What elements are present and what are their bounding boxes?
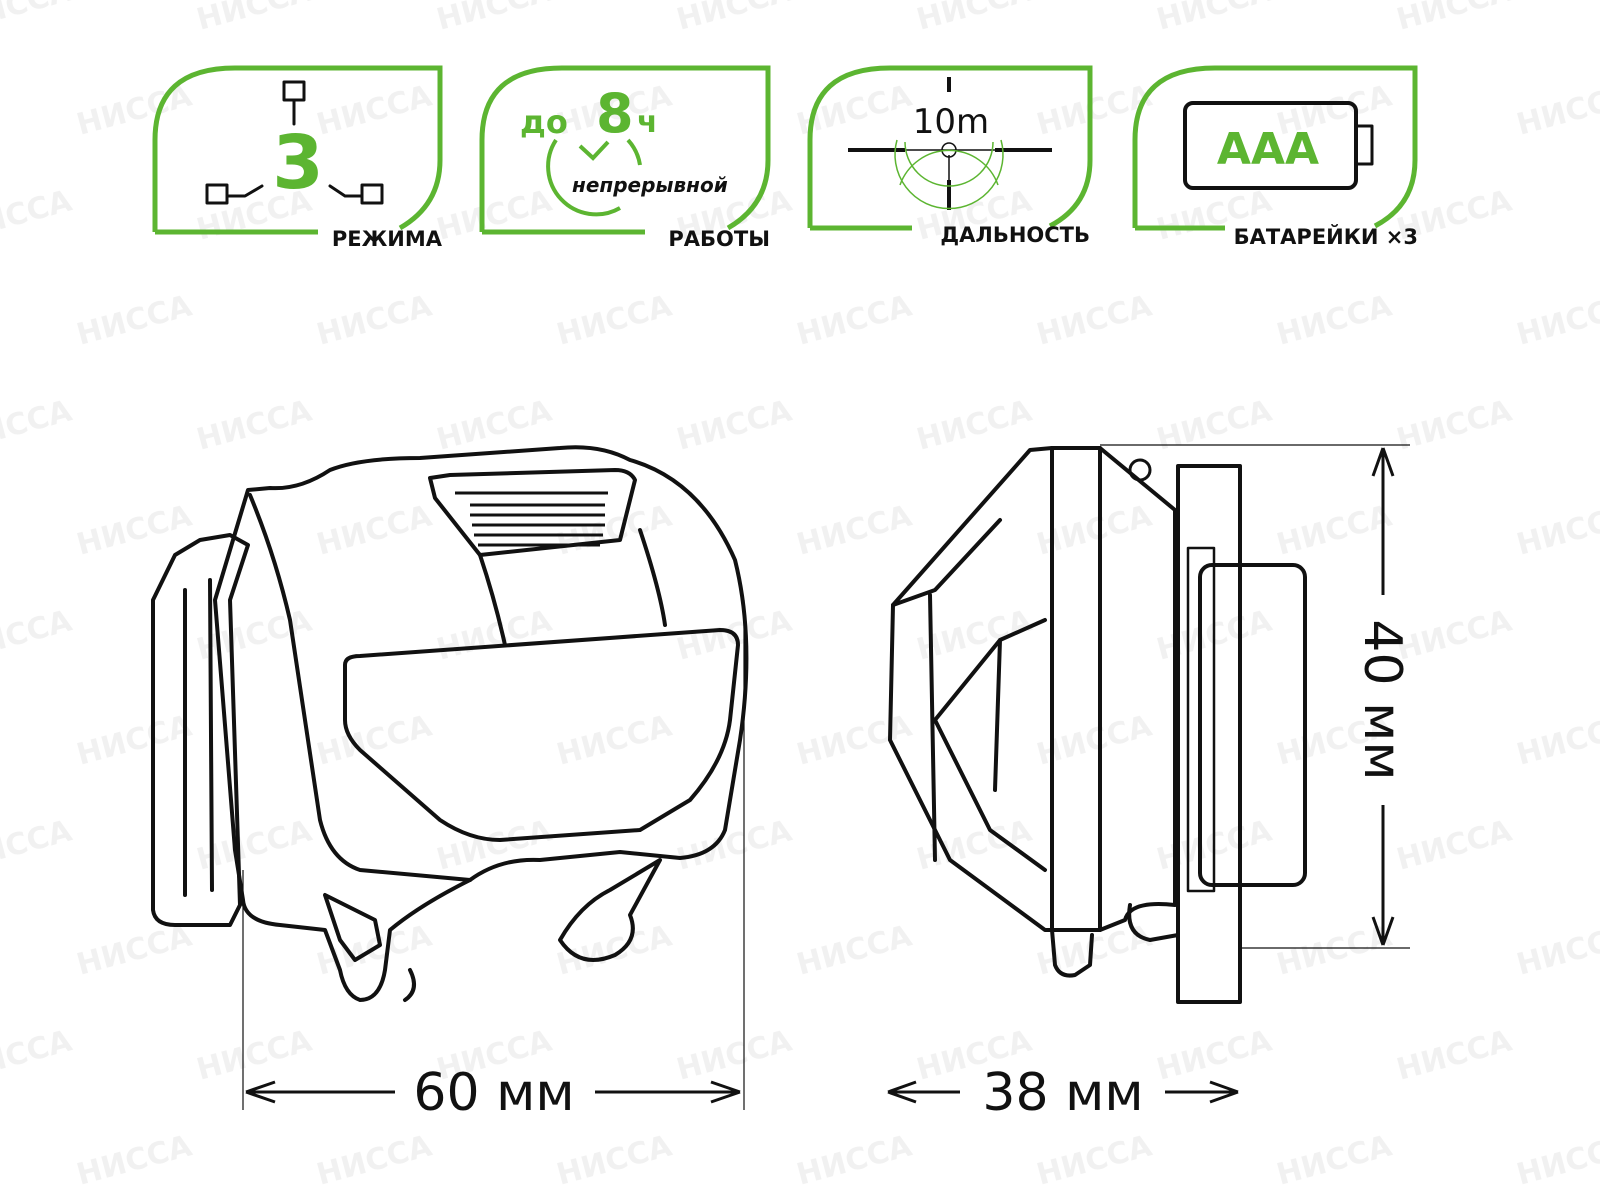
watermark-logo: НИССА <box>1393 0 1516 38</box>
watermark-logo: НИССА <box>1393 1023 1516 1087</box>
watermark-logo: НИССА <box>553 708 676 772</box>
battery-icon <box>1183 101 1374 190</box>
clock-icon <box>546 138 642 217</box>
watermark-logo: НИССА <box>0 393 76 457</box>
watermark-logo: НИССА <box>913 393 1036 457</box>
watermark-logo: НИССА <box>1513 918 1600 982</box>
watermark-logo: НИССА <box>73 708 196 772</box>
watermark-logo: НИССА <box>433 183 556 247</box>
watermark-logo: НИССА <box>793 498 916 562</box>
modes-label: РЕЖИМА <box>332 227 443 251</box>
dimension-width: 60 мм <box>242 600 745 1123</box>
watermark-logo: НИССА <box>193 0 316 38</box>
badge-runtime: до 8 ч непрерывной РАБОТЫ <box>479 65 771 251</box>
watermark-logo: НИССА <box>673 1023 796 1087</box>
dimension-height: 40 мм <box>1100 444 1412 949</box>
badge-range: 10m ДАЛЬНОСТЬ <box>807 65 1093 247</box>
watermark-logo: НИССА <box>673 0 796 38</box>
headlamp-side-view <box>888 446 1307 1004</box>
watermark-logo: НИССА <box>0 1023 76 1087</box>
dimension-depth: 38 мм <box>887 1063 1239 1123</box>
watermark-logo: НИССА <box>673 813 796 877</box>
watermark-logo: НИССА <box>73 288 196 352</box>
watermark-logo: НИССА <box>0 183 76 247</box>
headlamp-front-view <box>151 445 749 1002</box>
depth-label: 38 мм <box>982 1063 1143 1123</box>
watermark-logo: НИССА <box>1033 288 1156 352</box>
watermark-logo: НИССА <box>553 498 676 562</box>
watermark-logo: НИССА <box>793 288 916 352</box>
runtime-label: РАБОТЫ <box>668 227 770 251</box>
watermark-logo: НИССА <box>1513 288 1600 352</box>
watermark-logo: НИССА <box>313 1128 436 1192</box>
watermark-logo: НИССА <box>1033 1128 1156 1192</box>
watermark-logo: НИССА <box>313 498 436 562</box>
badge-battery: AAA БАТАРЕЙКИ ×3 <box>1132 65 1418 249</box>
watermark-logo: НИССА <box>793 1128 916 1192</box>
battery-label: БАТАРЕЙКИ ×3 <box>1234 224 1418 249</box>
watermark-logo: НИССА <box>1513 708 1600 772</box>
watermark-logo: НИССА <box>1273 288 1396 352</box>
watermark-logo: НИССА <box>433 603 556 667</box>
watermark-logo: НИССА <box>793 918 916 982</box>
watermark-logo: НИССА <box>73 918 196 982</box>
runtime-sub: непрерывной <box>572 173 728 197</box>
watermark-logo: НИССА <box>553 1128 676 1192</box>
watermark-logo: НИССА <box>0 0 76 38</box>
watermark-logo: НИССА <box>313 78 436 142</box>
watermark-logo: НИССА <box>1393 813 1516 877</box>
watermark-logo: НИССА <box>1393 393 1516 457</box>
watermark-logo: НИССА <box>0 603 76 667</box>
watermark-logo: НИССА <box>1513 78 1600 142</box>
watermark-logo: НИССА <box>913 0 1036 38</box>
watermark-logo: НИССА <box>1513 498 1600 562</box>
runtime-prefix: до <box>520 103 568 141</box>
range-label: ДАЛЬНОСТЬ <box>940 223 1090 247</box>
watermark-logo: НИССА <box>0 813 76 877</box>
crosshair-icon <box>848 77 1052 210</box>
watermark-logo: НИССА <box>673 393 796 457</box>
watermark-logo: НИССА <box>553 288 676 352</box>
battery-type: AAA <box>1217 124 1319 175</box>
watermark-logo: НИССА <box>313 288 436 352</box>
watermark-logo: НИССА <box>1153 0 1276 38</box>
watermark-logo: НИССА <box>193 393 316 457</box>
watermark-logo: НИССА <box>1273 1128 1396 1192</box>
runtime-hours: 8 <box>596 82 634 145</box>
range-value: 10m <box>913 102 989 142</box>
watermark-logo: НИССА <box>1153 393 1276 457</box>
watermark-logo: НИССА <box>1513 1128 1600 1192</box>
watermark-logo: НИССА <box>793 708 916 772</box>
modes-count: 3 <box>272 120 324 206</box>
height-label: 40 мм <box>1352 619 1412 780</box>
modes-icon <box>205 80 384 205</box>
watermark-logo: НИССА <box>193 1023 316 1087</box>
runtime-unit: ч <box>637 105 658 140</box>
watermark-logo: НИССА <box>1153 1023 1276 1087</box>
watermark-logo: НИССА <box>73 1128 196 1192</box>
watermark-logo: НИССА <box>433 0 556 38</box>
watermark-logo: НИССА <box>73 78 196 142</box>
badge-modes: 3 РЕЖИМА <box>152 65 443 251</box>
watermark-logo: НИССА <box>1273 498 1396 562</box>
width-label: 60 мм <box>413 1063 574 1123</box>
